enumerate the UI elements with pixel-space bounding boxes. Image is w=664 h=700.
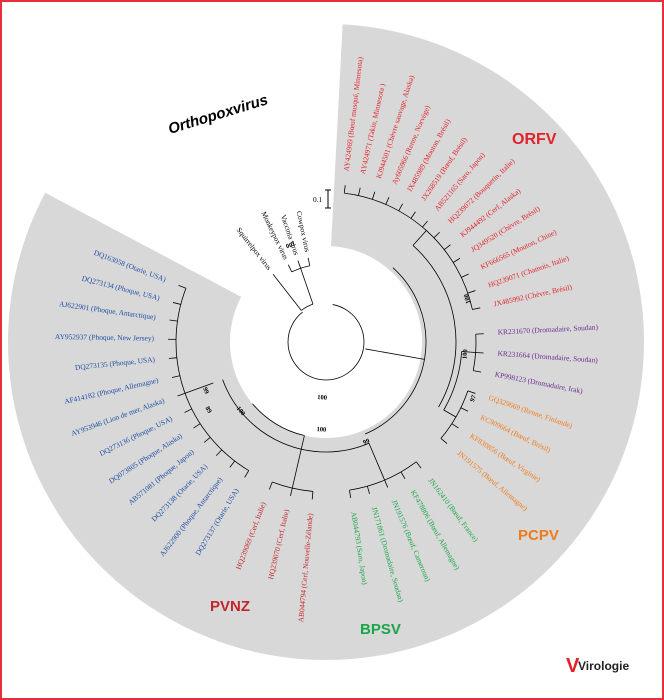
terminal-branch (171, 375, 180, 378)
group-label-bpsv: BPSV (360, 621, 401, 638)
clade-arc (287, 304, 365, 381)
terminal-branch (297, 260, 301, 269)
bootstrap-value: 100 (316, 426, 326, 434)
terminal-branch (451, 423, 459, 429)
clade-arc (175, 288, 249, 471)
terminal-branch (272, 273, 302, 311)
bootstrap-value: 99 (362, 437, 371, 446)
bootstrap-values: 100 100 100 97 99 100 100 99 89 100 (201, 239, 478, 446)
internal-branch (461, 351, 476, 353)
internal-branch (368, 443, 385, 481)
clade-arc (364, 267, 427, 435)
terminal-branch (311, 491, 314, 500)
terminal-branch (473, 370, 482, 373)
clade-shading (7, 24, 644, 660)
terminal-branch (287, 264, 293, 273)
logo-text: Virologie (578, 659, 629, 673)
terminal-branch (384, 479, 389, 488)
terminal-branch (460, 407, 469, 412)
terminal-branch (349, 490, 352, 499)
clade-arc (222, 379, 370, 453)
terminal-branch (290, 488, 293, 497)
internal-branch (443, 409, 457, 418)
terminal-branch (215, 449, 223, 456)
terminal-branch (461, 273, 469, 278)
group-label-orthopoxvirus: Orthopoxvirus (166, 91, 270, 137)
terminal-branch (433, 231, 440, 239)
virologie-logo: V Virologie (566, 655, 629, 677)
terminal-branch (193, 423, 201, 429)
bootstrap-value: 100 (235, 405, 247, 417)
group-label-pvnz: PVNZ (210, 598, 250, 615)
terminal-branch (269, 481, 273, 490)
terminal-branch (467, 390, 476, 394)
terminal-branch (184, 408, 192, 413)
scale-bar-label: 0.1 (313, 195, 323, 204)
bootstrap-value: 100 (317, 394, 327, 402)
terminal-branch (203, 437, 211, 443)
bootstrap-value: 99 (201, 386, 210, 395)
clade-arc (443, 351, 463, 411)
terminal-branch (307, 257, 311, 266)
scale-bar: 0.1 (313, 189, 331, 209)
terminal-branch (475, 352, 484, 354)
terminal-branch (422, 220, 428, 228)
terminal-branch (440, 438, 448, 444)
clade-arc (412, 245, 457, 408)
terminal-branch (443, 244, 451, 250)
clade-arc (301, 303, 314, 311)
terminal-branch (398, 203, 403, 212)
terminal-branch (178, 285, 187, 289)
clade-arc (252, 403, 305, 436)
terminal-branch (467, 290, 476, 294)
logo-initial: V (566, 655, 580, 677)
terminal-branch (410, 211, 416, 219)
terminal-branch (229, 460, 236, 468)
terminal-branch (366, 486, 370, 494)
terminal-branch (177, 392, 186, 397)
clade-sector (7, 24, 644, 660)
bootstrap-value: 100 (462, 349, 470, 359)
terminal-branch (371, 191, 376, 200)
clade-arc (440, 390, 469, 439)
terminal-branch (172, 302, 181, 305)
leaf-label: Squirrelpox virus (235, 226, 274, 272)
bootstrap-value: 97 (469, 394, 478, 403)
leaf-label: AY952937 (Phoque, New Jersey) (55, 332, 155, 343)
terminal-branch (343, 185, 346, 194)
terminal-branch (400, 471, 406, 480)
terminal-branch (358, 187, 361, 196)
bootstrap-value: 89 (204, 405, 214, 415)
group-label-orfv: ORFV (512, 131, 557, 148)
terminal-branch (472, 307, 481, 310)
terminal-branch (385, 196, 390, 205)
terminal-branch (169, 319, 178, 322)
group-label-pcpv: PCPV (518, 527, 559, 544)
terminal-branch (415, 461, 422, 469)
terminal-branch (168, 357, 177, 359)
terminal-branch (244, 470, 250, 478)
tree-branches (168, 185, 484, 500)
internal-branch (300, 268, 314, 305)
bootstrap-value: 100 (463, 293, 473, 304)
clade-arc (344, 192, 473, 310)
internal-branch (184, 382, 214, 394)
bootstrap-value: 100 (285, 239, 297, 249)
internal-branch (291, 435, 305, 489)
internal-branch (412, 230, 427, 246)
internal-branch (365, 348, 425, 360)
terminal-branch (452, 257, 461, 263)
clade-arc (291, 265, 310, 273)
